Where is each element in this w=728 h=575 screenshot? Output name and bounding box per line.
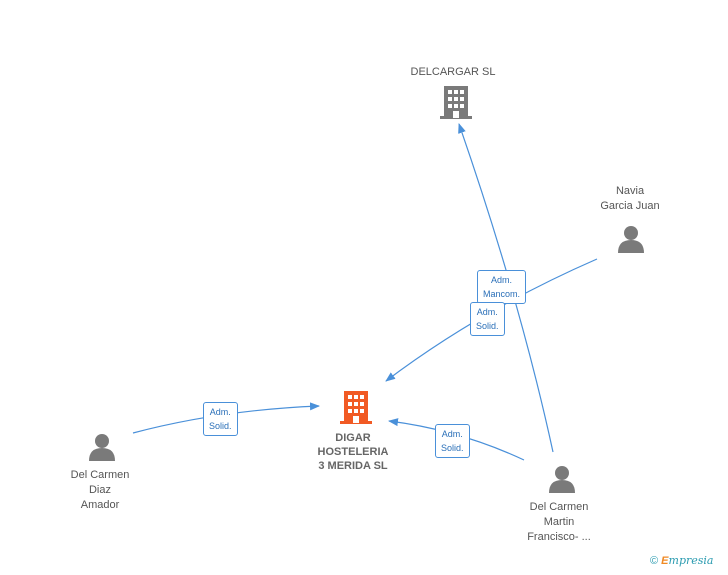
person-icon[interactable] xyxy=(88,433,116,461)
person-icon[interactable] xyxy=(617,225,645,253)
edge-label-adm-solid-diaz[interactable]: Adm. Solid. xyxy=(203,402,238,436)
edge-label-adm-mancom[interactable]: Adm. Mancom. xyxy=(477,270,527,304)
node-label-martin: Del Carmen Martin Francisco- ... xyxy=(527,501,591,543)
building-icon[interactable] xyxy=(440,84,472,120)
edge-label-adm-solid-navia[interactable]: Adm. Solid. xyxy=(470,302,505,336)
copyright-icon: © xyxy=(650,555,659,567)
footer-brand[interactable]: © Empresia xyxy=(650,554,713,567)
node-label-diaz: Del Carmen Diaz Amador xyxy=(70,469,130,511)
node-label-delcargar: DELCARGAR SL xyxy=(410,66,496,78)
node-label-navia: Navia Garcia Juan xyxy=(600,185,660,212)
person-icon[interactable] xyxy=(548,465,576,493)
brand-logo-text: mpresia xyxy=(668,554,714,567)
node-label-digar: DIGAR HOSTELERIA 3 MERIDA SL xyxy=(317,432,389,472)
building-icon-main[interactable] xyxy=(340,389,372,425)
edge-label-adm-solid-martin[interactable]: Adm. Solid. xyxy=(435,424,470,458)
brand-logo-initial: E xyxy=(661,555,669,567)
